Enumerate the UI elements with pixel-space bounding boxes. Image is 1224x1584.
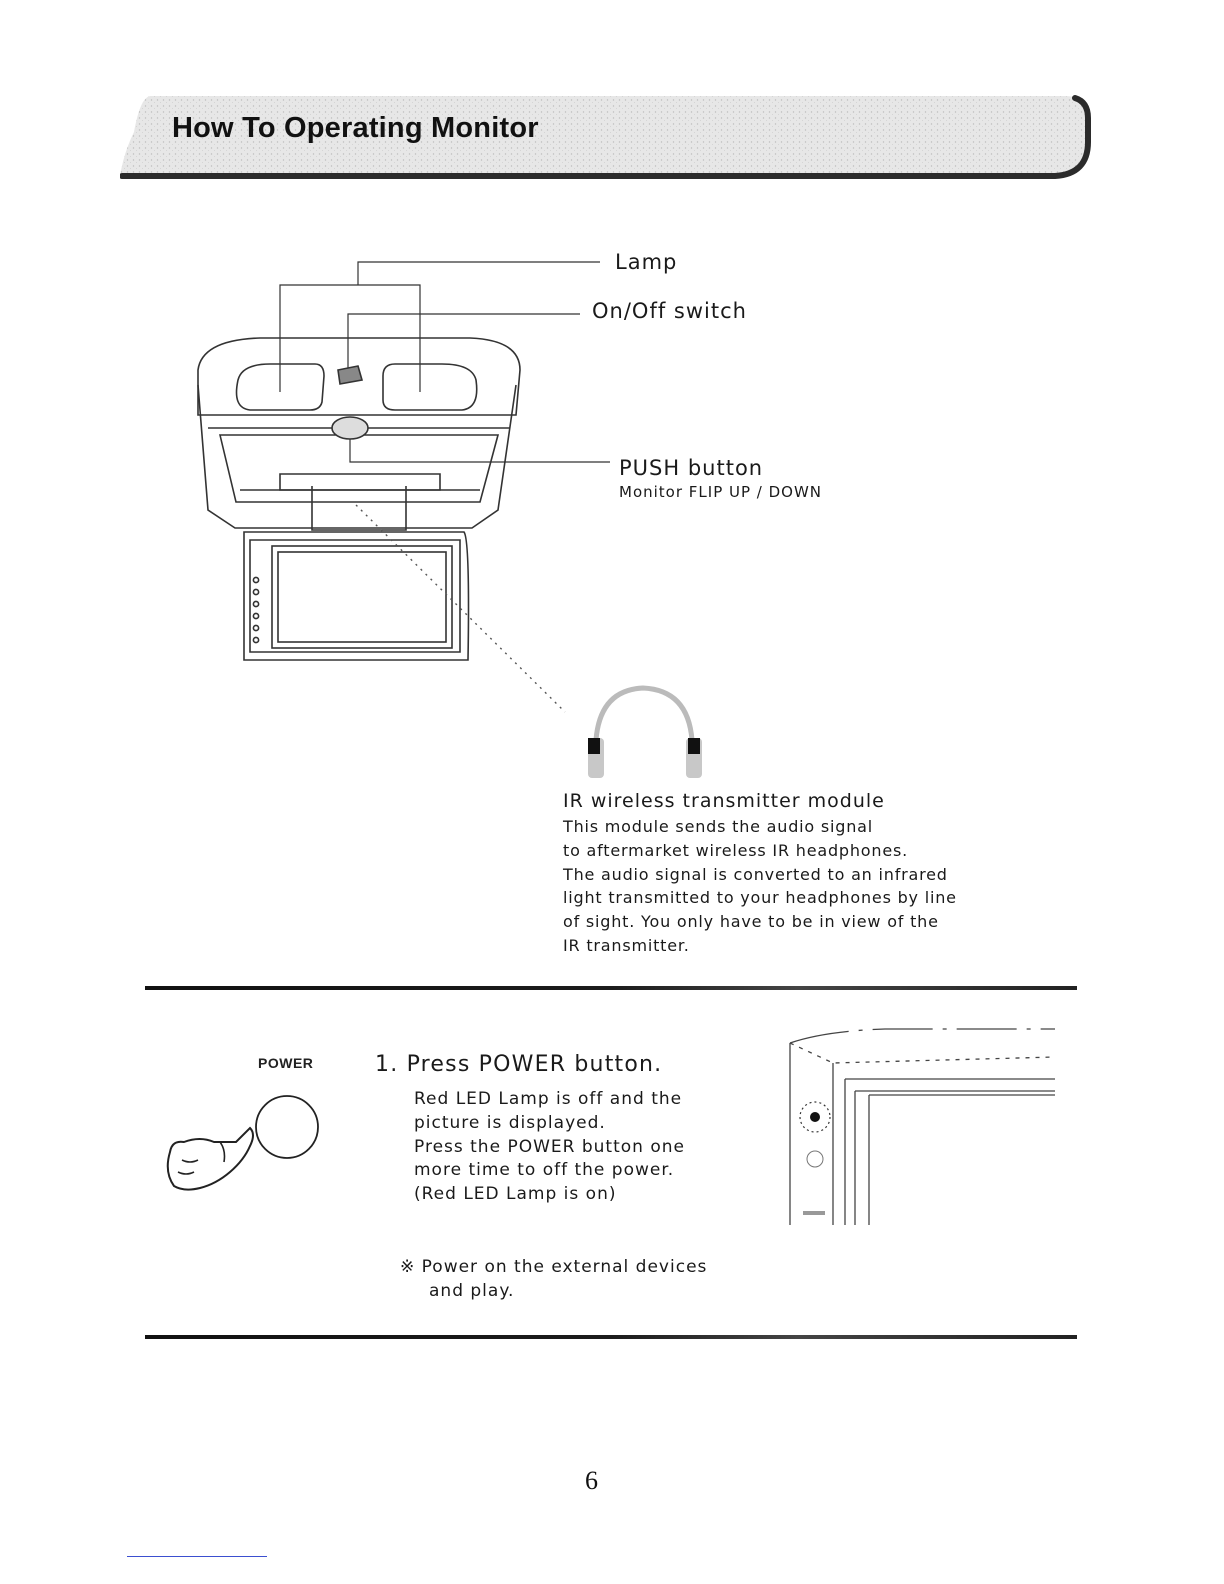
page-title: How To Operating Monitor: [172, 112, 539, 144]
monitor-illustration: [197, 261, 702, 778]
step-description-line: picture is displayed.: [414, 1112, 606, 1133]
push-button-callout-label: PUSH button: [619, 456, 764, 480]
step-description-line: (Red LED Lamp is on): [414, 1184, 617, 1205]
onoff-switch-callout-label: On/Off switch: [592, 299, 747, 323]
push-button-callout-subtitle: Monitor FLIP UP / DOWN: [619, 483, 823, 501]
section-divider-top: [145, 986, 1077, 990]
note-line: ※ Power on the external devices: [400, 1257, 708, 1277]
hand-pressing-power-icon: [166, 1095, 319, 1191]
section-divider-bottom: [145, 1335, 1077, 1339]
banner-shape: [119, 95, 1091, 179]
ir-module-title: IR wireless transmitter module: [563, 790, 885, 812]
page-number: 6: [585, 1466, 598, 1495]
ir-description-line: This module sends the audio signal: [563, 817, 874, 836]
lamp-callout-label: Lamp: [615, 250, 678, 274]
step-1-description: Red LED Lamp is off and the picture is d…: [414, 1088, 685, 1207]
section-header-banner: How To Operating Monitor: [119, 92, 1095, 180]
footer-line: [127, 1556, 267, 1557]
ir-description-line: The audio signal is converted to an infr…: [563, 864, 948, 884]
monitor-corner-illustration: [789, 1028, 1055, 1225]
step-1-title: 1. Press POWER button.: [375, 1052, 663, 1077]
monitor-diagram: [180, 240, 720, 800]
ir-description-line: to aftermarket wireless IR headphones.: [563, 840, 908, 860]
external-devices-note: ※ Power on the external devices and play…: [400, 1255, 707, 1303]
power-button-label: POWER: [258, 1055, 314, 1071]
step-description-line: more time to off the power.: [414, 1160, 675, 1181]
note-line: and play.: [429, 1281, 515, 1301]
ir-module-description: This module sends the audio signal to af…: [563, 815, 1003, 958]
step-description-line: Red LED Lamp is off and the: [414, 1089, 683, 1109]
power-circle-icon: [255, 1095, 319, 1159]
ir-description-line: of sight. You only have to be in view of…: [563, 912, 939, 932]
power-button-icon: [806, 1150, 824, 1168]
led-lamp-icon: [810, 1112, 820, 1122]
ir-description-line: light transmitted to your headphones by …: [563, 888, 957, 908]
step-description-line: Press the POWER button one: [414, 1136, 685, 1157]
ir-description-line: IR transmitter.: [563, 935, 690, 955]
headphones-icon: [588, 685, 702, 778]
